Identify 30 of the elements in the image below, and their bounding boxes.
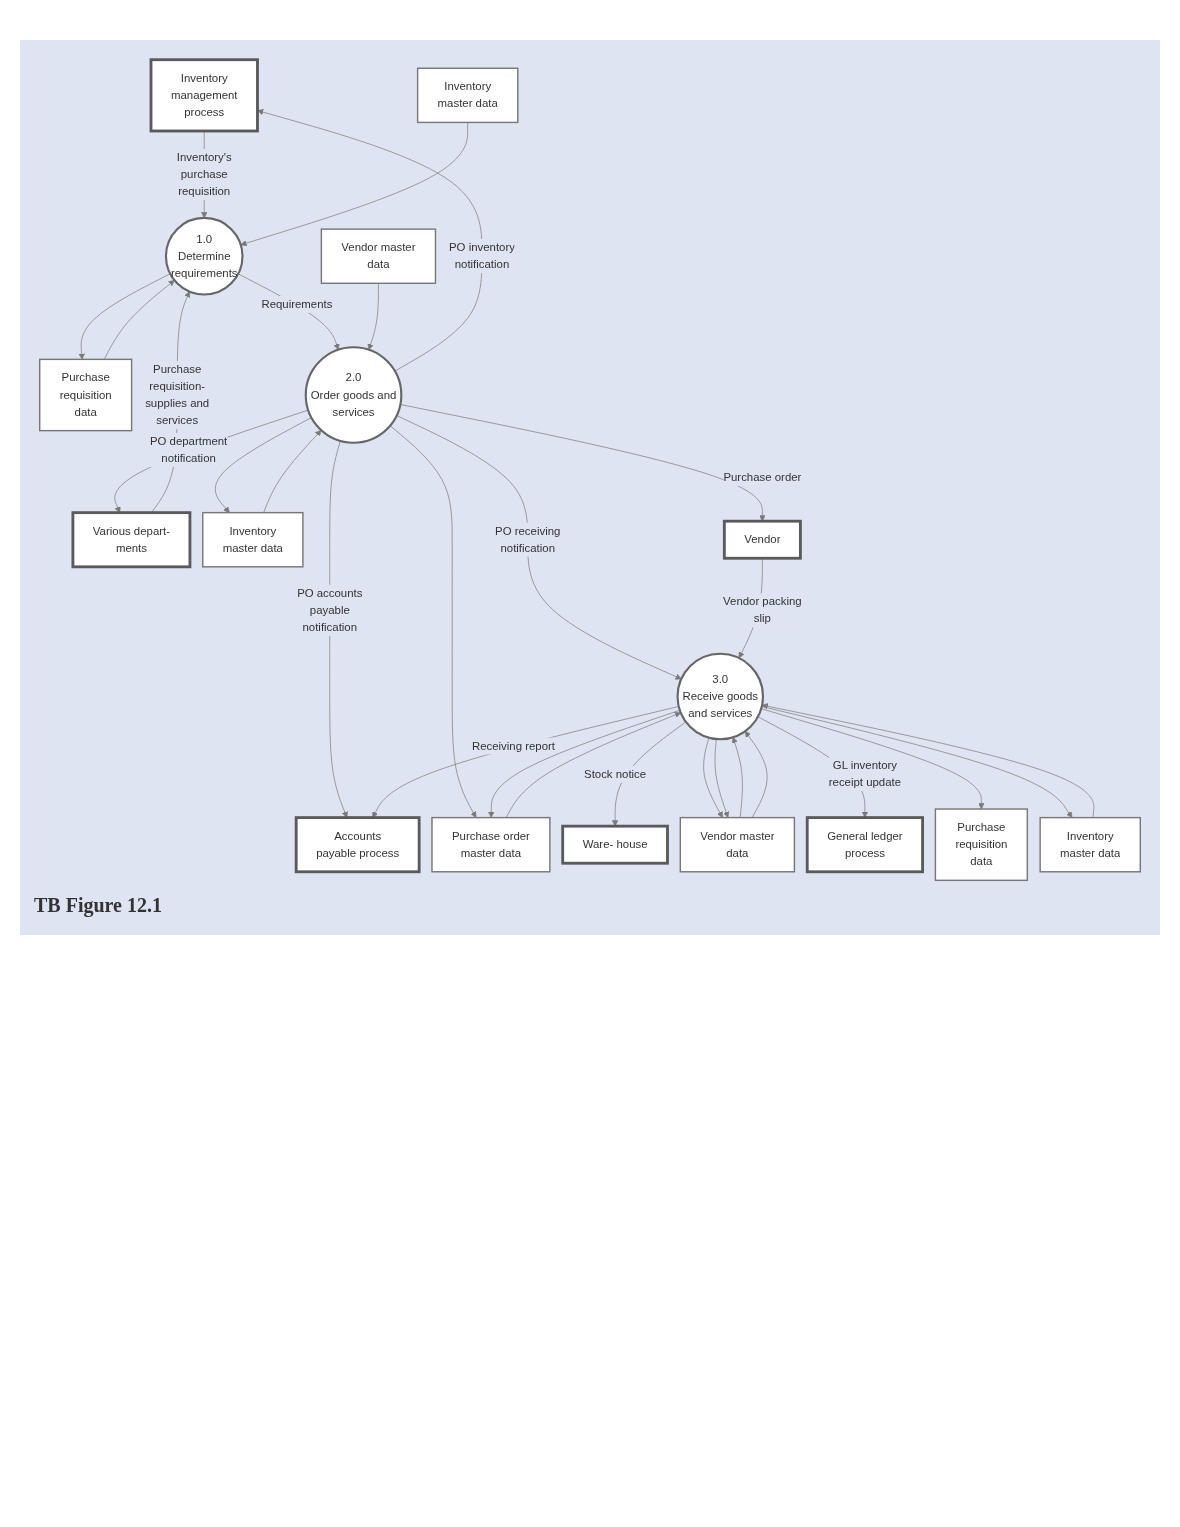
edge-label: Vendor packing slip <box>723 595 802 625</box>
node-box: Inventory management process <box>149 58 259 133</box>
edge-label: Purchase requisition- supplies and services <box>145 362 210 427</box>
edge-label: PO accounts payable notification <box>297 586 363 634</box>
node-box: Vendor <box>722 519 802 560</box>
edge-label: Receiving report <box>471 739 555 752</box>
node-box: Purchase requisition data <box>934 808 1029 882</box>
node-box: Purchase order master data <box>431 816 551 873</box>
node-box: Various depart- ments <box>71 511 192 569</box>
node-box: Accounts payable process <box>294 816 421 874</box>
node-box: Vendor master data <box>679 816 796 873</box>
edge-label: Purchase order <box>723 471 802 484</box>
node-box: Ware- house <box>561 824 669 865</box>
node-box: Inventory master data <box>416 67 519 124</box>
node-box: Vendor master data <box>320 228 437 284</box>
edge-label: PO inventory notification <box>449 241 515 271</box>
node-box: General ledger process <box>805 816 924 874</box>
node-circle: 2.0 Order goods and services <box>304 346 403 444</box>
figure-caption: TB Figure 12.1 <box>34 894 162 918</box>
node-circle: 3.0 Receive goods and services <box>676 652 765 741</box>
edge-label: PO receiving notification <box>495 524 561 554</box>
edge-label: GL inventory receipt update <box>828 759 902 789</box>
node-box: Inventory master data <box>202 511 304 568</box>
edge-label: Requirements <box>261 297 333 311</box>
edge-label: Stock notice <box>584 767 647 780</box>
edge-label: PO department notification <box>149 434 228 465</box>
edge-label: Inventory's purchase requisition <box>176 150 232 198</box>
node-circle: 1.0 Determine requirements <box>164 216 244 296</box>
node-box: Inventory master data <box>1039 816 1141 873</box>
node-box: Purchase requisition data <box>39 358 133 432</box>
